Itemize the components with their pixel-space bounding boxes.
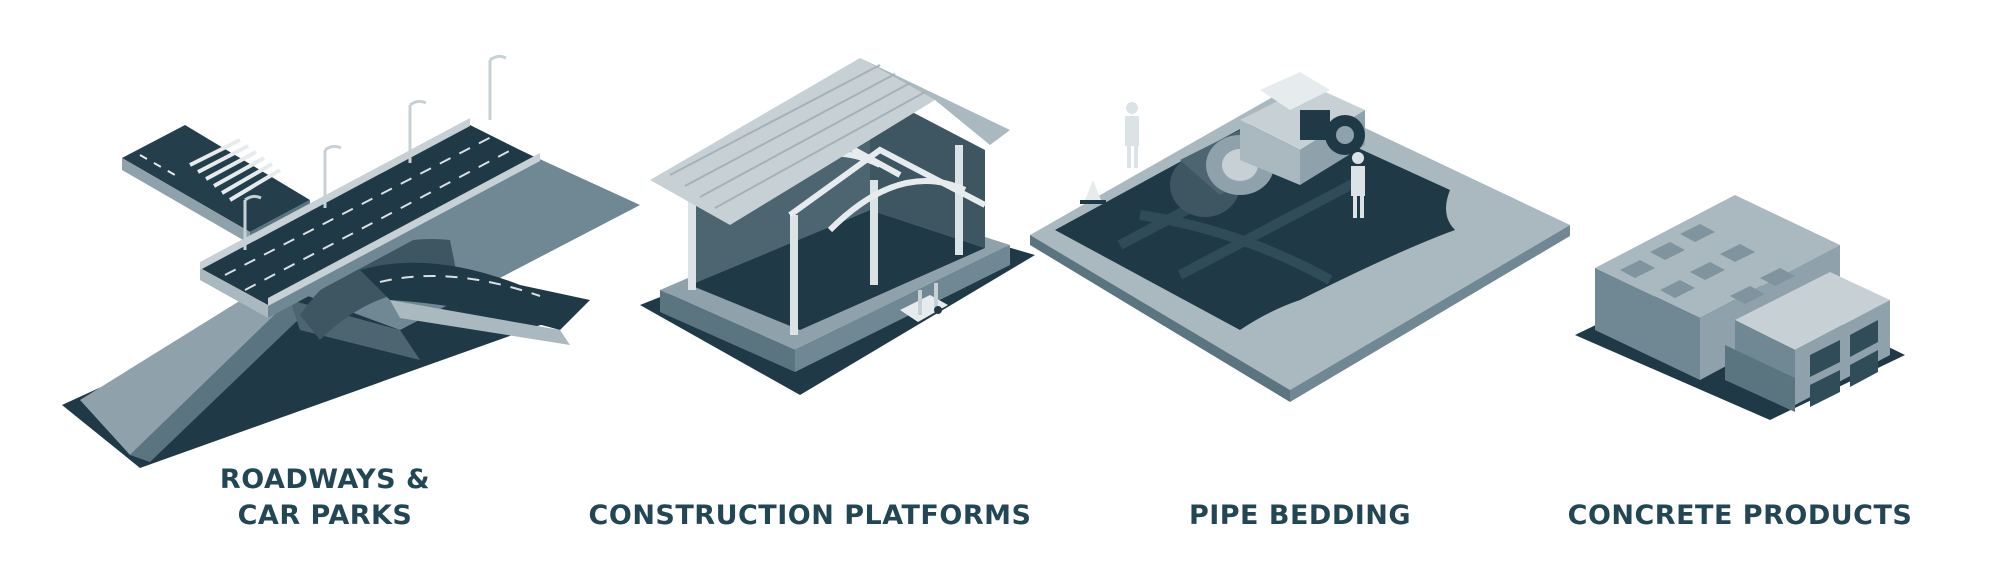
- caption-pipe-bedding: PIPE BEDDING: [1180, 498, 1420, 534]
- road-roller-icon: [1030, 72, 1570, 402]
- caption-line: PIPE BEDDING: [1188, 500, 1412, 531]
- caption-roadways-car-parks: ROADWAYS & CAR PARKS: [200, 462, 450, 534]
- bridge-roadway-icon: [62, 54, 640, 468]
- caption-line: ROADWAYS &: [219, 464, 431, 495]
- concrete-blocks-icon: [1575, 195, 1905, 420]
- caption-concrete-products: CONCRETE PRODUCTS: [1560, 498, 1920, 534]
- caption-line: CONCRETE PRODUCTS: [1567, 500, 1913, 531]
- caption-line: CAR PARKS: [237, 500, 413, 531]
- building-frame-icon: [640, 58, 1035, 395]
- caption-construction-platforms: CONSTRUCTION PLATFORMS: [580, 498, 1040, 534]
- caption-line: CONSTRUCTION PLATFORMS: [588, 500, 1032, 531]
